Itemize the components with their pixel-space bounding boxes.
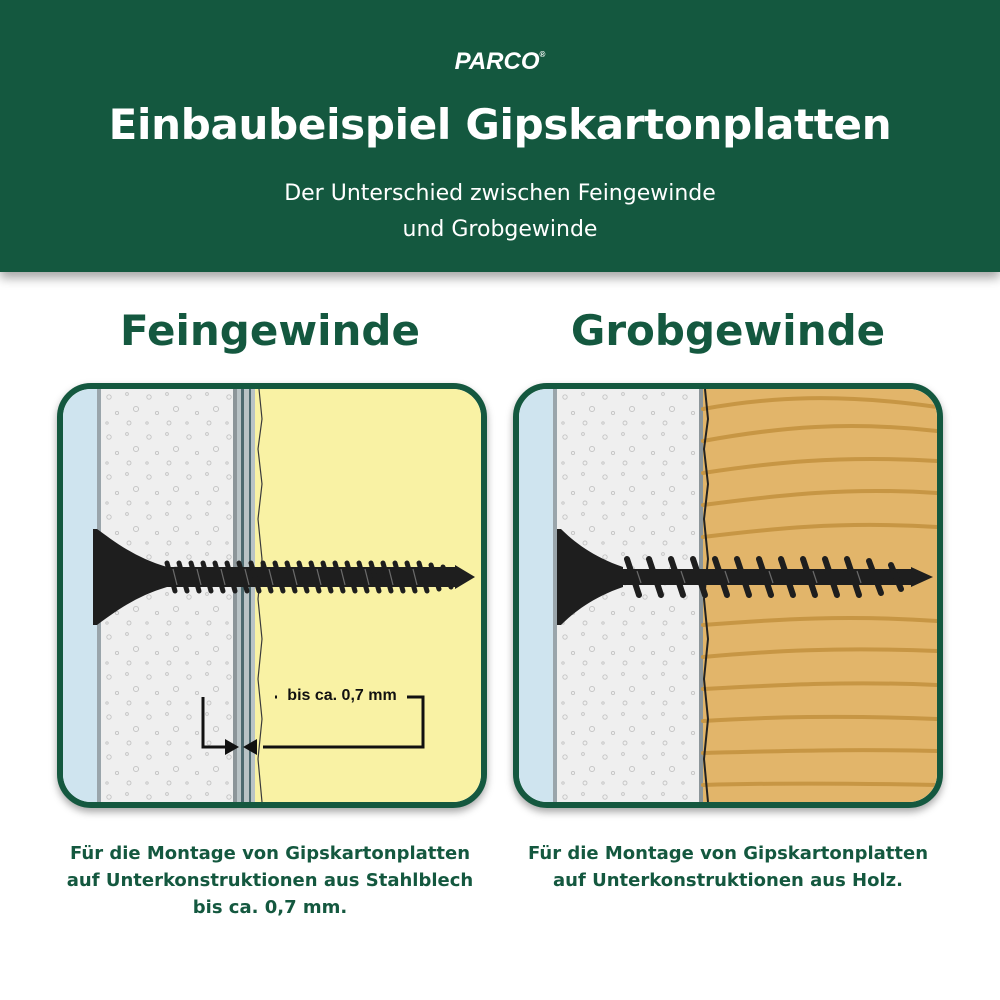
caption-line-2: auf Unterkonstruktionen aus Stahlblech [66, 870, 474, 891]
panel-feingewinde: bis ca. 0,7 mm [57, 383, 487, 808]
subtitle-line-1: Der Unterschied zwischen Feingewinde [284, 181, 716, 206]
subtitle-line-2: und Grobgewinde [402, 217, 598, 242]
wood-stud [703, 389, 937, 802]
heading-feingewinde: Feingewinde [120, 306, 420, 355]
panel-grobgewinde [513, 383, 943, 808]
caption-line-1: Für die Montage von Gipskartonplatten [527, 843, 929, 864]
caption-line-1: Für die Montage von Gipskartonplatten [69, 843, 471, 864]
steel-sheet [237, 389, 255, 802]
board-facing [63, 389, 97, 802]
coarse-thread-illustration [519, 389, 937, 802]
board-facing [519, 389, 553, 802]
registered-mark-icon: ® [539, 50, 546, 59]
page-subtitle: Der Unterschied zwischen Feingewinde und… [250, 176, 750, 248]
caption-line-2: auf Unterkonstruktionen aus Holz. [553, 870, 903, 891]
screw-coarse-thread [557, 529, 933, 625]
page-title: Einbaubeispiel Gipskartonplatten [108, 100, 892, 149]
screw-fine-thread [93, 529, 475, 625]
backing-area [255, 389, 481, 802]
dimension-label: bis ca. 0,7 mm [287, 687, 396, 704]
wood-grain [701, 396, 937, 787]
heading-grobgewinde: Grobgewinde [570, 306, 886, 355]
logo-text: PARCO [454, 48, 540, 75]
header-banner: PARCO® Einbaubeispiel Gipskartonplatten … [0, 0, 1000, 272]
caption-feingewinde: Für die Montage von Gipskartonplatten au… [40, 840, 500, 921]
caption-line-3: bis ca. 0,7 mm. [192, 897, 348, 918]
fine-thread-illustration: bis ca. 0,7 mm [63, 389, 481, 802]
caption-grobgewinde: Für die Montage von Gipskartonplatten au… [498, 840, 958, 894]
parco-logo: PARCO® [0, 48, 1000, 76]
